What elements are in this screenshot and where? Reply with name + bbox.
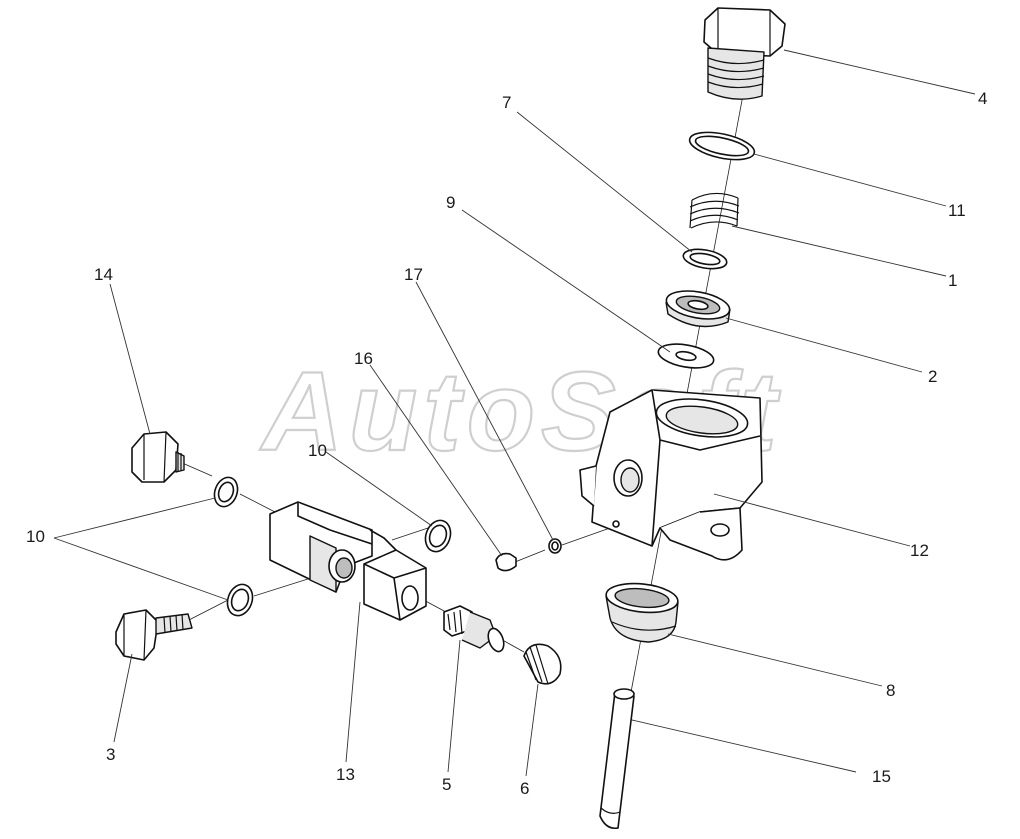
callout-6: 6 bbox=[520, 779, 529, 798]
part-1-spring bbox=[689, 192, 740, 229]
part-14-hex-bolt bbox=[131, 431, 185, 483]
callout-11: 11 bbox=[948, 201, 966, 220]
leader-line-4 bbox=[783, 49, 976, 95]
leader-line-7 bbox=[516, 111, 693, 253]
axis-segment bbox=[239, 493, 276, 513]
part-17-small-washer bbox=[548, 538, 562, 554]
part-5-fitting bbox=[443, 605, 505, 653]
callout-9: 9 bbox=[446, 193, 455, 212]
callout-13: 13 bbox=[336, 765, 355, 784]
part-10-ring-right bbox=[424, 519, 452, 553]
leader-line-9 bbox=[461, 209, 671, 353]
leader-line-13 bbox=[345, 601, 361, 763]
callout-12: 12 bbox=[910, 541, 929, 560]
leader-line-14 bbox=[109, 283, 151, 435]
callout-5: 5 bbox=[442, 775, 451, 794]
axis-segment bbox=[179, 461, 213, 477]
leader-line-10-lower bbox=[53, 537, 229, 601]
axis-segment bbox=[561, 527, 611, 546]
callout-10-right: 10 bbox=[308, 441, 327, 460]
part-7-washer bbox=[682, 248, 728, 270]
leader-line-10-upper bbox=[53, 497, 216, 539]
callout-7: 7 bbox=[502, 93, 511, 112]
callout-10-left: 10 bbox=[26, 527, 45, 546]
axis-segment bbox=[391, 527, 429, 541]
part-4-hex-plug bbox=[703, 7, 786, 100]
callout-17: 17 bbox=[404, 265, 423, 284]
part-10-ring-upper bbox=[213, 476, 239, 508]
leader-line-12 bbox=[713, 493, 911, 547]
leader-line-15 bbox=[631, 719, 857, 773]
leader-line-16 bbox=[369, 364, 503, 557]
callout-4: 4 bbox=[978, 89, 987, 108]
part-16-small-screw bbox=[495, 552, 517, 572]
part-8-cap-nut bbox=[605, 582, 679, 643]
callout-2: 2 bbox=[928, 367, 937, 386]
leader-line-3 bbox=[113, 653, 133, 743]
callout-8: 8 bbox=[886, 681, 895, 700]
callout-16: 16 bbox=[354, 349, 373, 368]
leader-line-8 bbox=[667, 633, 883, 687]
leader-line-11 bbox=[753, 153, 947, 207]
axis-segment bbox=[184, 599, 229, 623]
leader-line-1 bbox=[731, 225, 947, 277]
part-11-o-ring bbox=[688, 131, 756, 161]
leader-line-17 bbox=[415, 281, 554, 541]
part-3-banjo-bolt bbox=[115, 609, 193, 661]
part-12-valve-body bbox=[579, 389, 763, 561]
part-6-cap bbox=[523, 643, 562, 685]
leader-line-6 bbox=[525, 683, 539, 777]
callout-14: 14 bbox=[94, 265, 113, 284]
axis-segment bbox=[514, 549, 546, 563]
part-15-pushrod bbox=[599, 688, 635, 830]
part-10-ring-lower bbox=[226, 583, 254, 617]
callout-15: 15 bbox=[872, 767, 891, 786]
part-9-flat-washer bbox=[657, 343, 715, 369]
callout-1: 1 bbox=[948, 271, 957, 290]
callout-3: 3 bbox=[106, 745, 115, 764]
leader-line-2 bbox=[725, 317, 923, 373]
leader-line-5 bbox=[447, 639, 461, 773]
part-2-valve-seat bbox=[665, 290, 731, 328]
leader-line-10-right bbox=[325, 451, 433, 527]
part-13-distribution-block bbox=[269, 501, 427, 621]
